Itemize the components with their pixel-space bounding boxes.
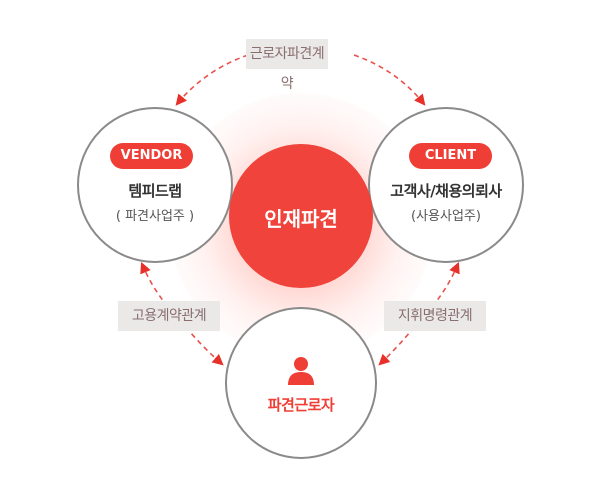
center-circle: [229, 144, 373, 288]
relation-label-right: 지휘명령관계: [384, 301, 486, 331]
arrow-right-down: [378, 319, 421, 366]
client-badge: CLIENT: [409, 143, 492, 169]
vendor-name: 템피드랩: [128, 182, 182, 200]
arrow-left-down: [179, 319, 224, 366]
worker-name: 파견근로자: [267, 396, 335, 414]
arrow-top-right: [353, 54, 426, 106]
relation-label-left: 고용계약관계: [118, 301, 220, 331]
relation-label-top: 근로자파견계약: [246, 39, 328, 92]
vendor-badge: VENDOR: [110, 143, 193, 169]
client-name: 고객사/채용의뢰사: [390, 182, 502, 200]
vendor-sub: ( 파견사업주 ): [115, 209, 195, 224]
client-sub: (사용사업주): [411, 209, 481, 224]
person-icon: [288, 357, 314, 385]
arrow-top-left: [175, 54, 249, 106]
center-label: 인재파견: [264, 207, 338, 231]
